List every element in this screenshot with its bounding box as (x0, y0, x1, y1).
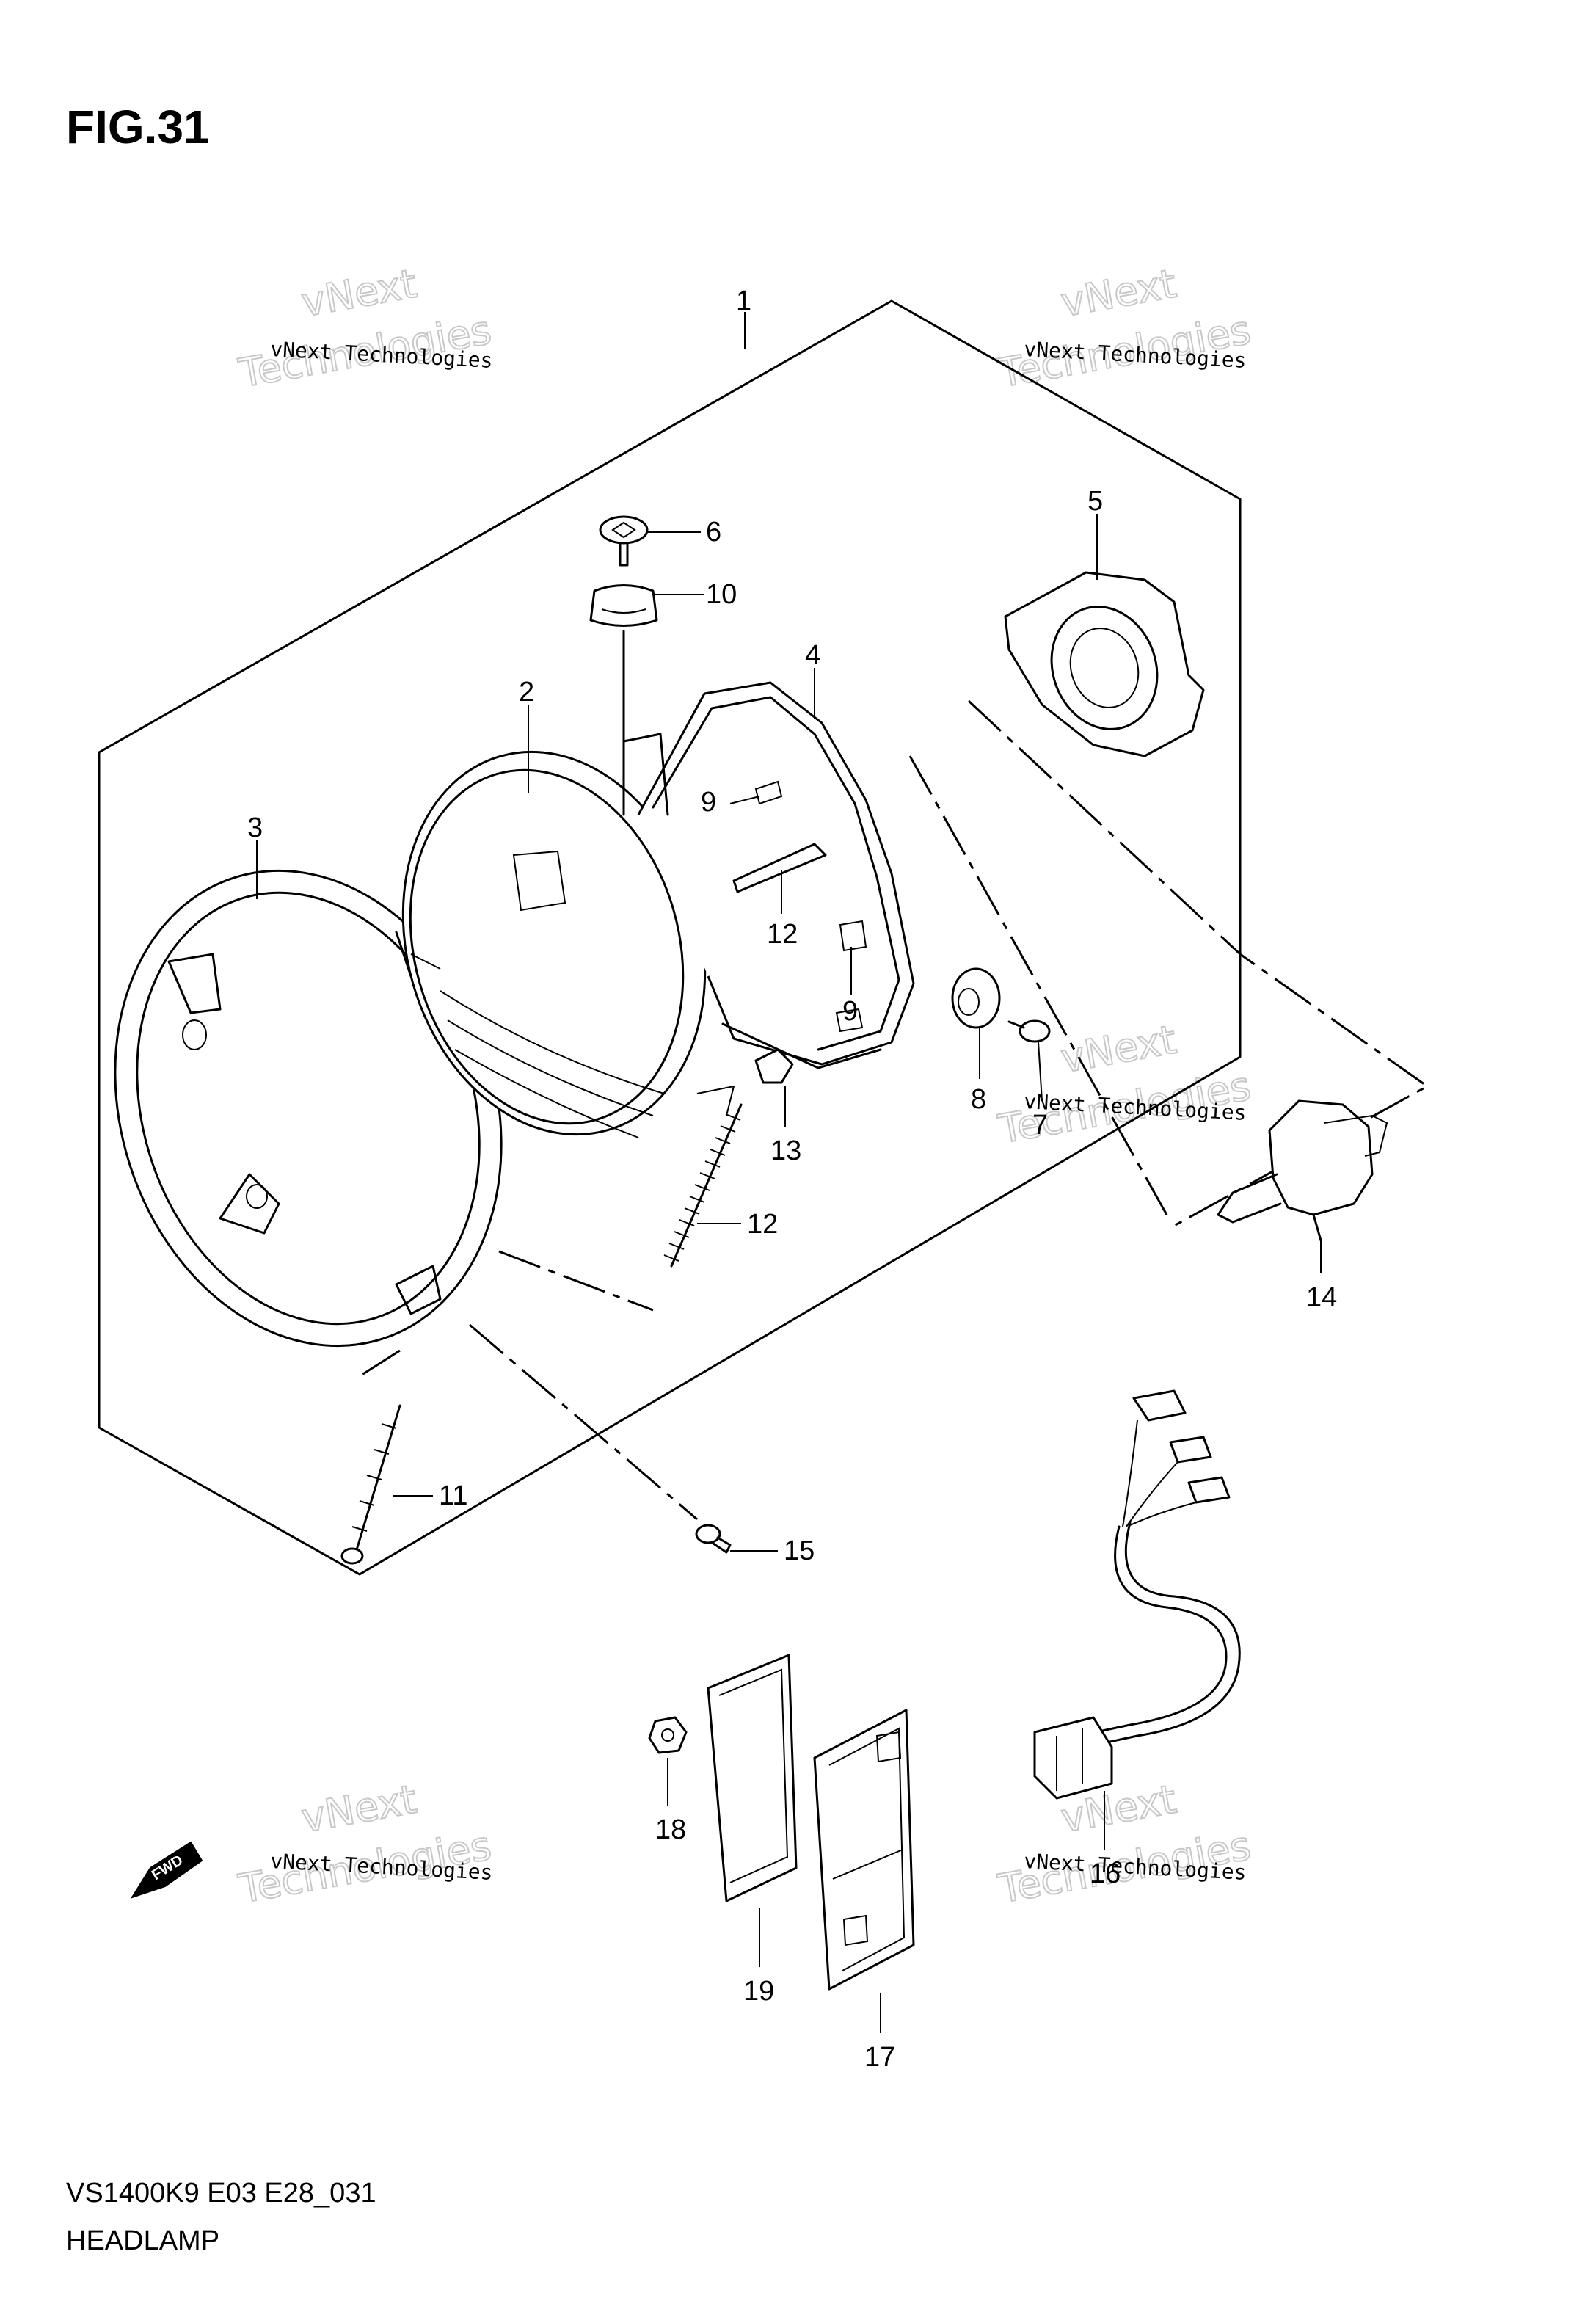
callout-16: 16 (1090, 1858, 1121, 1889)
callout-12b: 12 (747, 1209, 778, 1240)
part-11-screw (340, 1404, 401, 1565)
callout-14: 14 (1306, 1282, 1337, 1313)
callout-15: 15 (784, 1535, 815, 1566)
callout-3: 3 (247, 813, 263, 843)
callout-18: 18 (655, 1814, 686, 1845)
leader-lines (256, 312, 1322, 2033)
part-5-cover (1004, 571, 1205, 757)
svg-text:vNext: vNext (1057, 261, 1179, 326)
watermark-top-right: vNext Technologies (994, 260, 1256, 398)
callout-17: 17 (864, 2042, 895, 2073)
callout-6: 6 (706, 517, 721, 548)
callout-9a: 9 (701, 787, 716, 818)
part-7-screw (1007, 1019, 1051, 1043)
callout-9b: 9 (842, 996, 858, 1027)
callout-12a: 12 (767, 919, 798, 950)
part-15-screw (695, 1524, 732, 1554)
footer-model-code: VS1400K9 E03 E28_031 (66, 2178, 376, 2209)
part-8-grommet (951, 967, 1001, 1029)
fwd-arrow-icon: FWD (130, 1841, 203, 1899)
callout-labels: 1 2 3 4 5 6 7 8 9 9 10 11 12 12 13 14 15… (247, 286, 1337, 2073)
part-12-spring (663, 1103, 743, 1268)
part-17-reflector (813, 1709, 915, 1991)
watermark-bottom-left: vNext Technologies (235, 1775, 496, 1913)
callout-19: 19 (743, 1976, 774, 2007)
part-18-nut (648, 1716, 688, 1754)
callout-5: 5 (1087, 486, 1103, 517)
svg-text:vNext: vNext (298, 261, 420, 326)
headlamp-bracket (622, 681, 915, 1069)
assembly-boundary (98, 299, 1242, 1576)
callout-8: 8 (971, 1084, 986, 1115)
callout-7: 7 (1032, 1110, 1048, 1141)
callout-13: 13 (770, 1135, 801, 1166)
callout-11: 11 (439, 1480, 467, 1511)
callout-10: 10 (706, 579, 737, 610)
part-14-bulb (1217, 1099, 1388, 1242)
callout-4: 4 (805, 640, 820, 671)
part-16-harness (1033, 1389, 1241, 1800)
part-6-screw (599, 515, 649, 567)
part-19-lens-panel (707, 1654, 798, 1902)
watermark-bottom-right: vNext Technologies (994, 1775, 1256, 1913)
svg-text:vNext: vNext (1057, 1017, 1179, 1082)
watermark-top-left: vNext Technologies (235, 260, 496, 398)
svg-text:vNext: vNext (298, 1776, 420, 1842)
part-10-grommet (589, 584, 658, 816)
figure-title: FIG.31 (66, 101, 210, 153)
part-13-nut (754, 1048, 794, 1084)
callout-2: 2 (519, 677, 534, 708)
callout-1: 1 (736, 286, 751, 316)
footer-part-name: HEADLAMP (66, 2225, 219, 2256)
